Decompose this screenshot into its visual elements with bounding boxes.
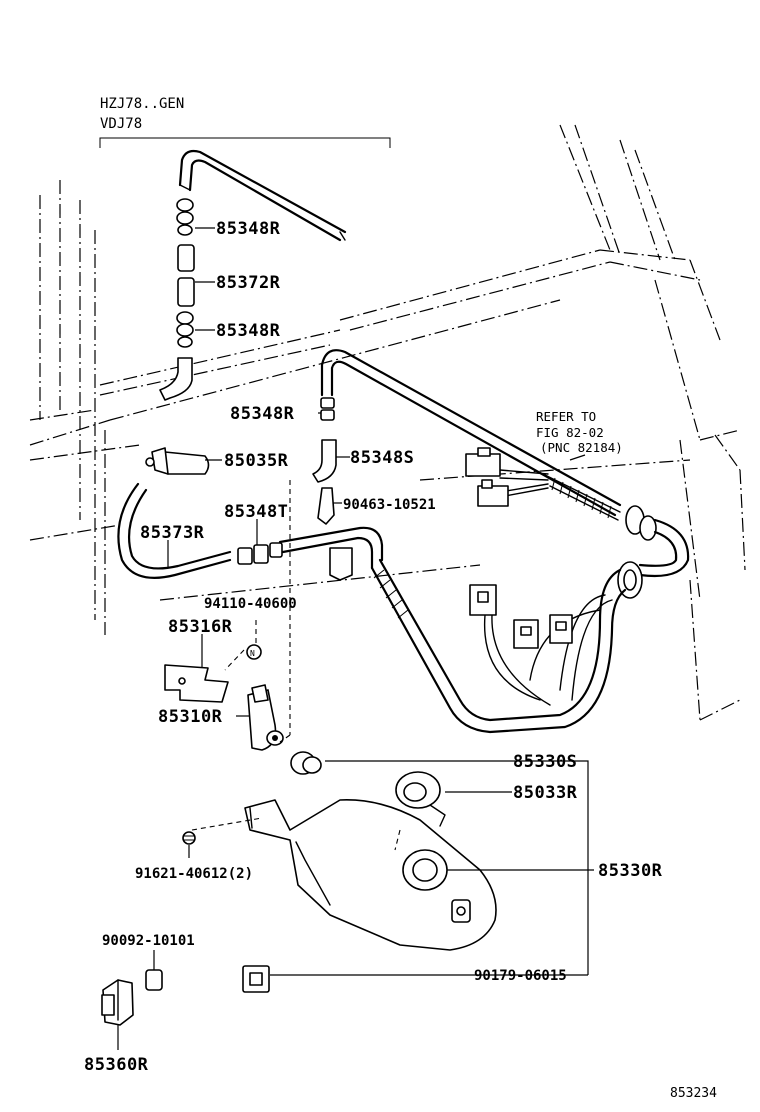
label-85330S: 85330S bbox=[513, 752, 577, 772]
label-85035R: 85035R bbox=[224, 451, 289, 471]
label-90463-10521: 90463-10521 bbox=[343, 497, 436, 513]
vehicle-body-outline bbox=[29, 124, 746, 721]
part-labels: 85348R 85372R 85348R 85348R 85035R 85348… bbox=[84, 219, 663, 1075]
svg-text:N: N bbox=[250, 649, 255, 658]
label-90092-10101: 90092-10101 bbox=[102, 933, 195, 949]
label-85348R-mid: 85348R bbox=[216, 321, 281, 341]
reference-note: REFER TO FIG 82-02 (PNC 82184) bbox=[536, 409, 623, 455]
label-85348R-top: 85348R bbox=[216, 219, 281, 239]
upper-hose-assembly bbox=[159, 149, 347, 401]
label-85348S: 85348S bbox=[350, 448, 414, 468]
assembly-dashed-lines bbox=[191, 480, 291, 831]
label-85373R: 85373R bbox=[140, 523, 205, 543]
label-85360R: 85360R bbox=[84, 1055, 149, 1075]
label-94110-40600: 94110-40600 bbox=[204, 596, 297, 612]
ref-note-line2: FIG 82-02 bbox=[536, 425, 604, 440]
fasteners bbox=[101, 831, 270, 1026]
main-hose bbox=[278, 349, 690, 734]
label-85348T: 85348T bbox=[224, 502, 288, 522]
ref-note-line1: REFER TO bbox=[536, 409, 596, 424]
model-label-line2: VDJ78 bbox=[100, 116, 142, 132]
model-bracket: HZJ78..GEN VDJ78 bbox=[99, 96, 391, 148]
label-91621-40612: 91621-40612(2) bbox=[135, 866, 253, 882]
wiring-harness bbox=[465, 447, 613, 706]
label-85310R: 85310R bbox=[158, 707, 223, 727]
label-85372R: 85372R bbox=[216, 273, 281, 293]
washer-tank bbox=[244, 771, 497, 951]
label-85330R: 85330R bbox=[598, 861, 663, 881]
label-90179-06015: 90179-06015 bbox=[474, 968, 567, 984]
label-85316R: 85316R bbox=[168, 617, 233, 637]
pump-assembly: N bbox=[164, 644, 322, 775]
model-label-line1: HZJ78..GEN bbox=[100, 96, 184, 112]
label-85033R: 85033R bbox=[513, 783, 578, 803]
leader-lines bbox=[117, 227, 594, 1050]
figure-number: 853234 bbox=[670, 1086, 717, 1101]
label-85348R-low: 85348R bbox=[230, 404, 295, 424]
ref-note-line3: (PNC 82184) bbox=[540, 440, 623, 455]
left-hose-85373R bbox=[117, 447, 335, 579]
